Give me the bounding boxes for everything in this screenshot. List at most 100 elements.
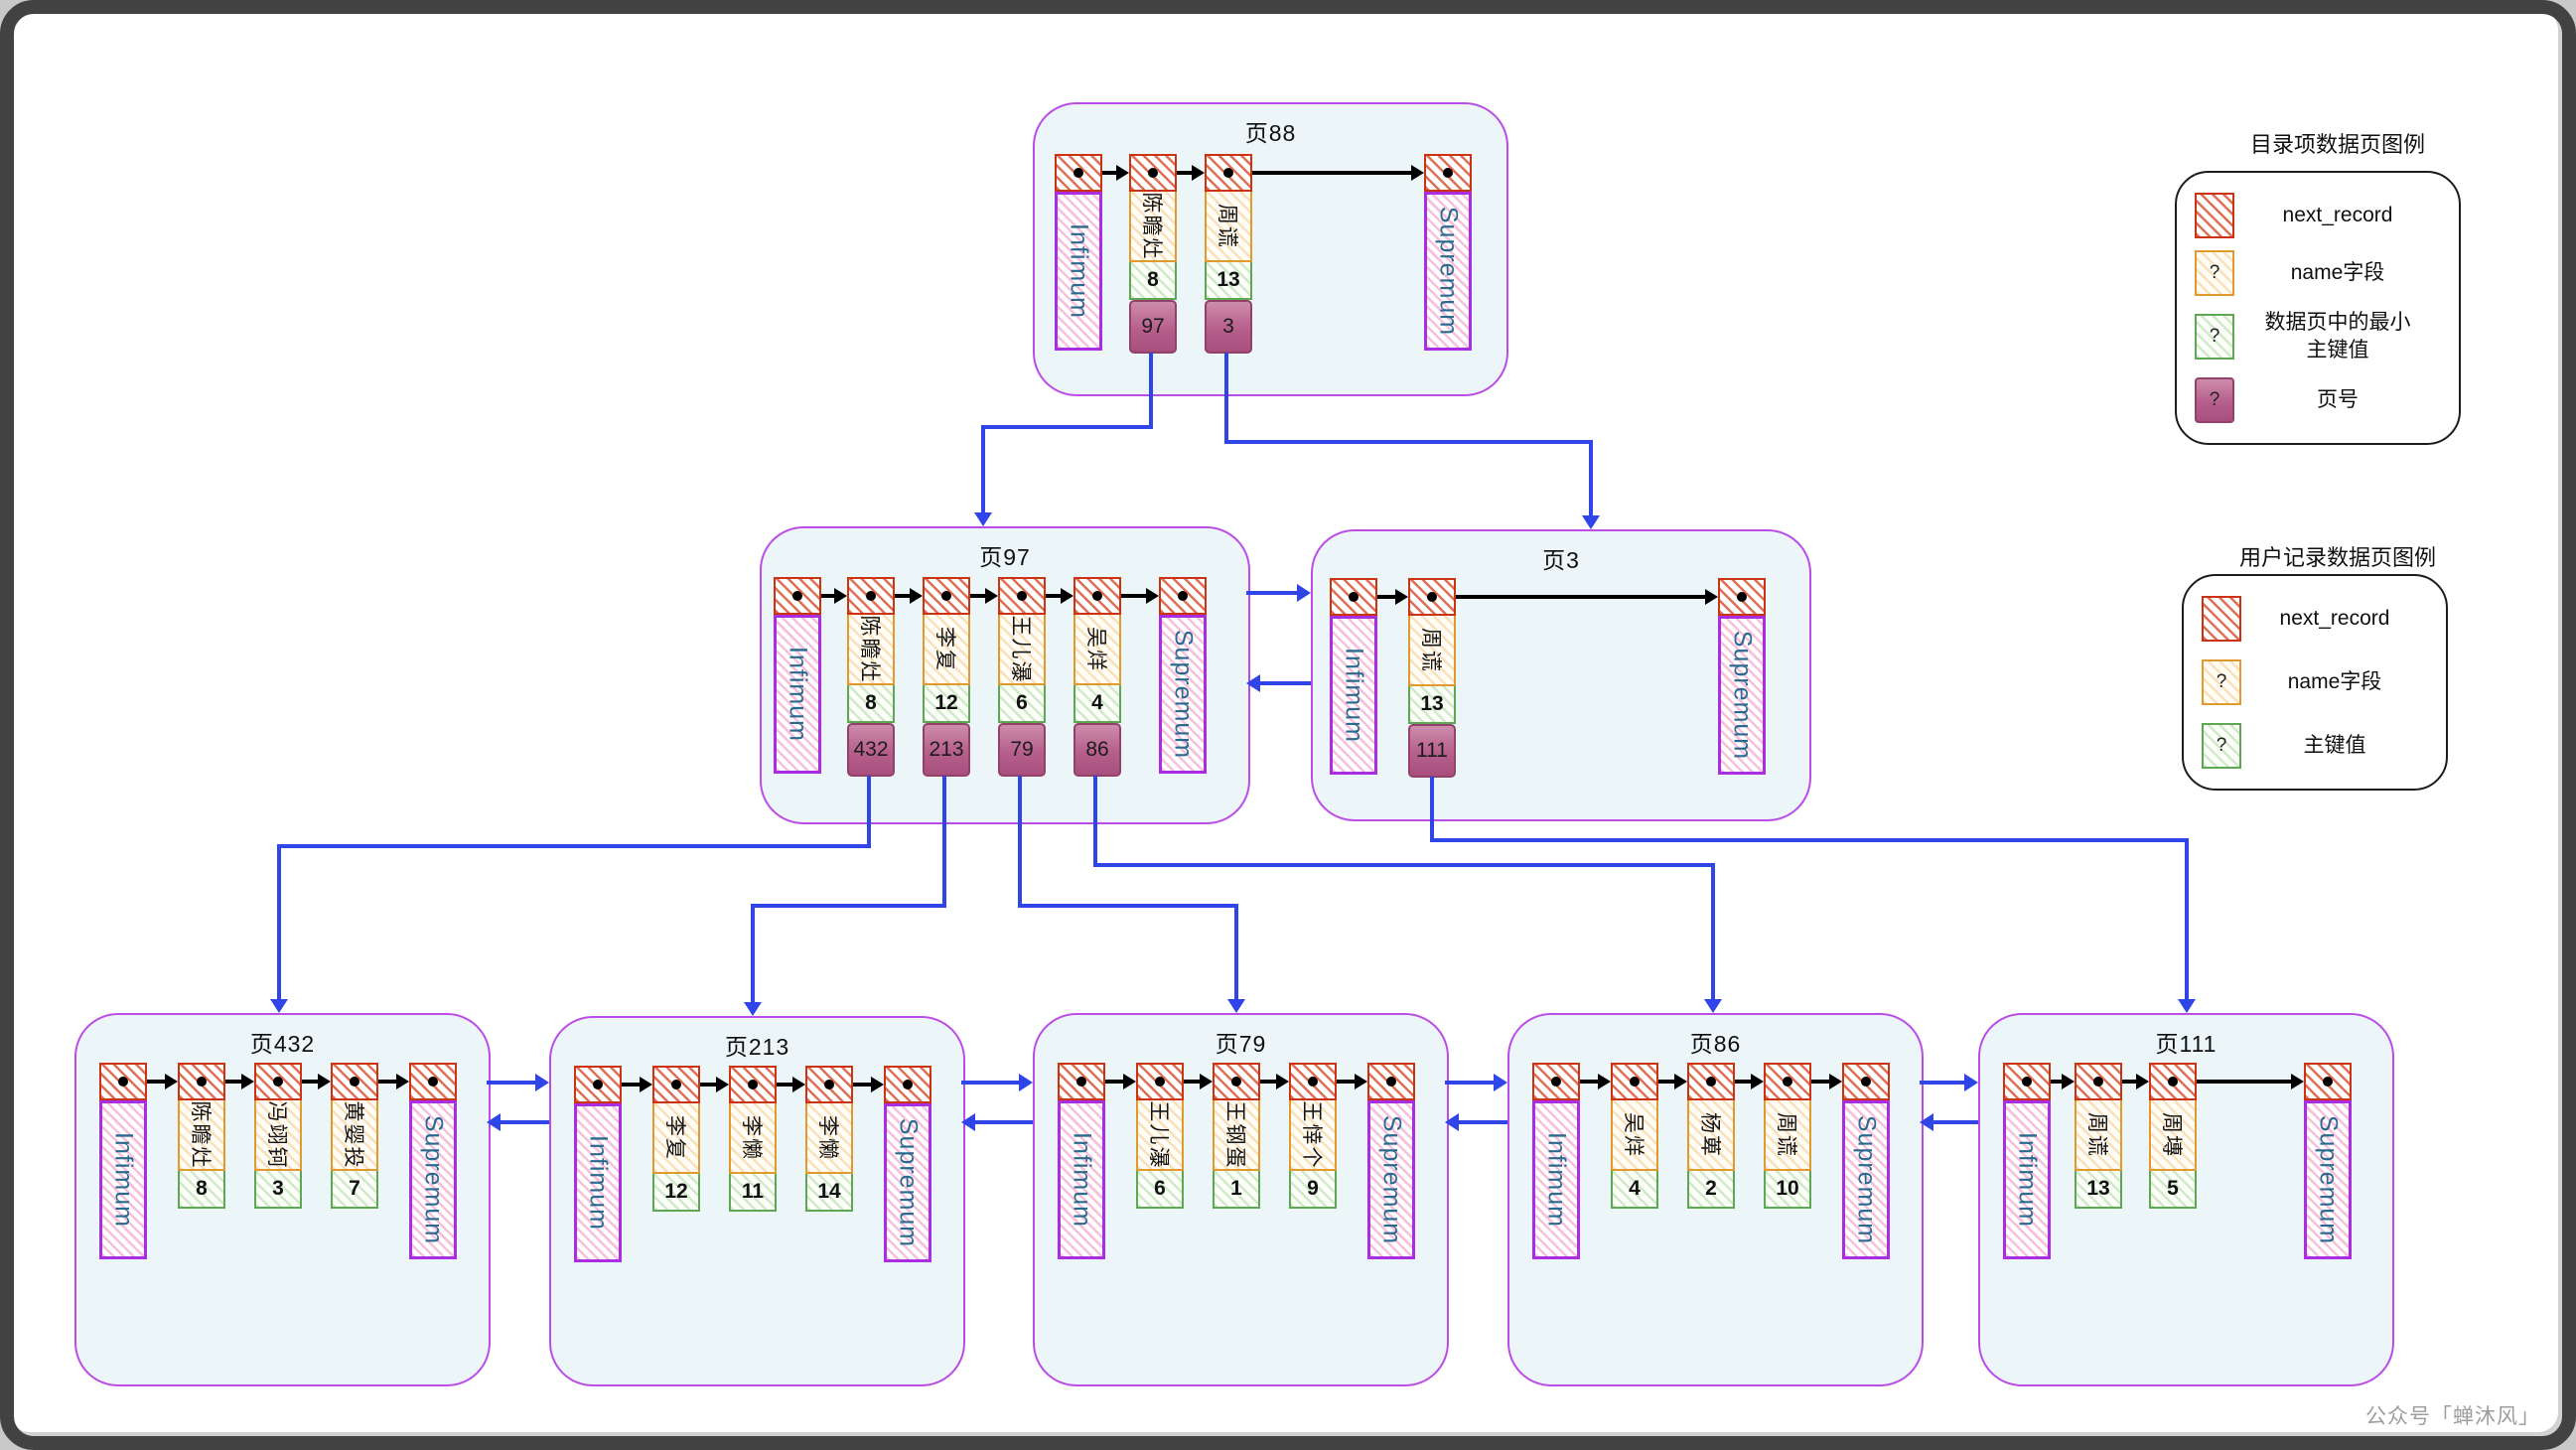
next-record-cell xyxy=(923,577,970,615)
connector-97-432 xyxy=(277,844,281,1000)
name-cell: 王悻个 xyxy=(1289,1100,1337,1171)
next-record-arrow xyxy=(1260,1080,1277,1084)
next-record-arrow xyxy=(1177,171,1193,175)
infimum-label: Infimum xyxy=(109,1132,138,1228)
page-title-3: 页3 xyxy=(1542,547,1580,573)
key-cell: 3 xyxy=(254,1171,302,1209)
supremum-label: Supremum xyxy=(1728,630,1757,761)
infimum-bar: Infimum xyxy=(1532,1100,1580,1259)
supremum-label: Supremum xyxy=(1169,629,1198,760)
name-cell: 杨萆 xyxy=(1687,1100,1735,1171)
pointer-dot-icon xyxy=(1551,1077,1561,1087)
name-cell: 王儿瀑 xyxy=(1136,1100,1184,1171)
next-record-cell xyxy=(1330,578,1377,616)
sibling-link-432-213-forward xyxy=(487,1081,536,1085)
supremum-column: Supremum xyxy=(1718,578,1766,775)
connector-97-79 xyxy=(1018,904,1238,908)
next-record-cell xyxy=(1687,1063,1735,1100)
pointer-dot-icon xyxy=(1630,1077,1640,1087)
next-record-arrow xyxy=(895,594,911,598)
record-column: 王钢蛋 1 xyxy=(1213,1063,1260,1209)
page-title-432: 页432 xyxy=(249,1031,316,1057)
key-cell: 8 xyxy=(1129,262,1177,300)
record-column: 李懒 14 xyxy=(805,1066,853,1212)
next-record-cell xyxy=(1213,1063,1260,1100)
next-record-arrow xyxy=(225,1080,242,1084)
legend-label: name字段 xyxy=(2287,669,2382,693)
name-cell: 周谎 xyxy=(2075,1100,2122,1171)
key-cell: 4 xyxy=(1073,685,1121,723)
next-record-cell xyxy=(1205,154,1252,192)
record-name: 王悻个 xyxy=(1300,1100,1323,1169)
pointer-dot-icon xyxy=(197,1077,207,1087)
pointer-dot-icon xyxy=(428,1077,438,1087)
legend-label: next_record xyxy=(2282,203,2393,226)
page-node-432: 页432 Infimum 陈瞻灶 8 冯翊钶 3 黄婴投 7 Supremum xyxy=(74,1013,491,1386)
pointer-dot-icon xyxy=(1349,592,1359,602)
supremum-bar: Supremum xyxy=(2304,1100,2352,1259)
legend-directory-title: 目录项数据页图例 xyxy=(2249,132,2425,157)
legend-item: ? 页号 xyxy=(2195,377,2441,423)
legend-directory-box: next_record ? name字段 ? 数据页中的最小 主键值 ? 页号 xyxy=(2175,171,2461,445)
infimum-label: Infimum xyxy=(1068,1132,1096,1228)
connector-3-111 xyxy=(1430,838,2189,842)
sibling-link-97-3-forward xyxy=(1246,591,1298,595)
next-record-arrow xyxy=(2197,1080,2292,1084)
infimum-bar: Infimum xyxy=(1058,1100,1105,1259)
record-name: 周谎 xyxy=(1775,1111,1797,1158)
pointer-dot-icon xyxy=(748,1080,758,1089)
legend-label-line2: 主键值 xyxy=(2306,339,2369,362)
next-record-cell xyxy=(847,577,895,615)
legend-item: ? 主键值 xyxy=(2202,723,2428,769)
next-record-cell xyxy=(1424,154,1472,192)
sibling-arrowhead xyxy=(535,1074,549,1091)
legend-user-title: 用户记录数据页图例 xyxy=(2238,545,2436,570)
legend-label-line1: 数据页中的最小 xyxy=(2264,310,2411,334)
connector-88-3 xyxy=(1224,353,1228,444)
record-name: 陈瞻灶 xyxy=(858,615,881,683)
pointer-dot-icon xyxy=(866,591,876,601)
connector-arrowhead xyxy=(2178,999,2196,1013)
page-title-97: 页97 xyxy=(979,544,1031,570)
record-name: 李复 xyxy=(663,1114,686,1161)
record-column: 吴烊 4 86 xyxy=(1073,577,1121,777)
key-cell: 13 xyxy=(1408,686,1456,724)
supremum-bar: Supremum xyxy=(1367,1100,1415,1259)
legend-item: ? name字段 xyxy=(2202,659,2428,705)
record-name: 李懒 xyxy=(816,1114,839,1161)
infimum-column: Infimum xyxy=(1055,154,1102,351)
page-title-111: 页111 xyxy=(2155,1031,2218,1057)
name-cell: 周谎 xyxy=(1205,192,1252,262)
record-name: 陈瞻灶 xyxy=(189,1100,212,1169)
next-record-cell xyxy=(1367,1063,1415,1100)
page-node-79: 页79 Infimum 王儿瀑 6 王钢蛋 1 王悻个 9 Supremum xyxy=(1033,1013,1449,1386)
connector-97-432 xyxy=(277,844,871,848)
pointer-dot-icon xyxy=(1706,1077,1716,1087)
name-cell: 周谎 xyxy=(1764,1100,1811,1171)
pointer-dot-icon xyxy=(2093,1077,2103,1087)
next-record-swatch-icon xyxy=(2195,193,2234,238)
pointer-dot-icon xyxy=(1178,591,1188,601)
page-number-cell: 97 xyxy=(1129,300,1177,354)
key-cell: 6 xyxy=(1136,1171,1184,1209)
next-record-arrow xyxy=(1121,594,1147,598)
min-key-swatch-icon: ? xyxy=(2195,314,2234,361)
page-title-86: 页86 xyxy=(1689,1031,1742,1057)
record-column: 陈瞻灶 8 xyxy=(178,1063,225,1209)
next-record-cell xyxy=(1532,1063,1580,1100)
infimum-column: Infimum xyxy=(1058,1063,1105,1259)
legend-item: next_record xyxy=(2202,596,2428,642)
page-number-cell: 213 xyxy=(923,723,970,777)
pointer-dot-icon xyxy=(1427,592,1437,602)
next-record-arrow xyxy=(1811,1080,1830,1084)
connector-88-3 xyxy=(1589,440,1593,515)
next-record-arrow xyxy=(700,1083,717,1087)
pointer-dot-icon xyxy=(1076,1077,1086,1087)
supremum-column: Supremum xyxy=(884,1066,931,1262)
key-cell: 14 xyxy=(805,1174,853,1212)
pointer-dot-icon xyxy=(1783,1077,1792,1087)
record-name: 周塼 xyxy=(2160,1111,2183,1158)
record-name: 李懒 xyxy=(740,1114,763,1161)
connector-arrowhead xyxy=(270,999,288,1013)
next-record-cell xyxy=(1073,577,1121,615)
